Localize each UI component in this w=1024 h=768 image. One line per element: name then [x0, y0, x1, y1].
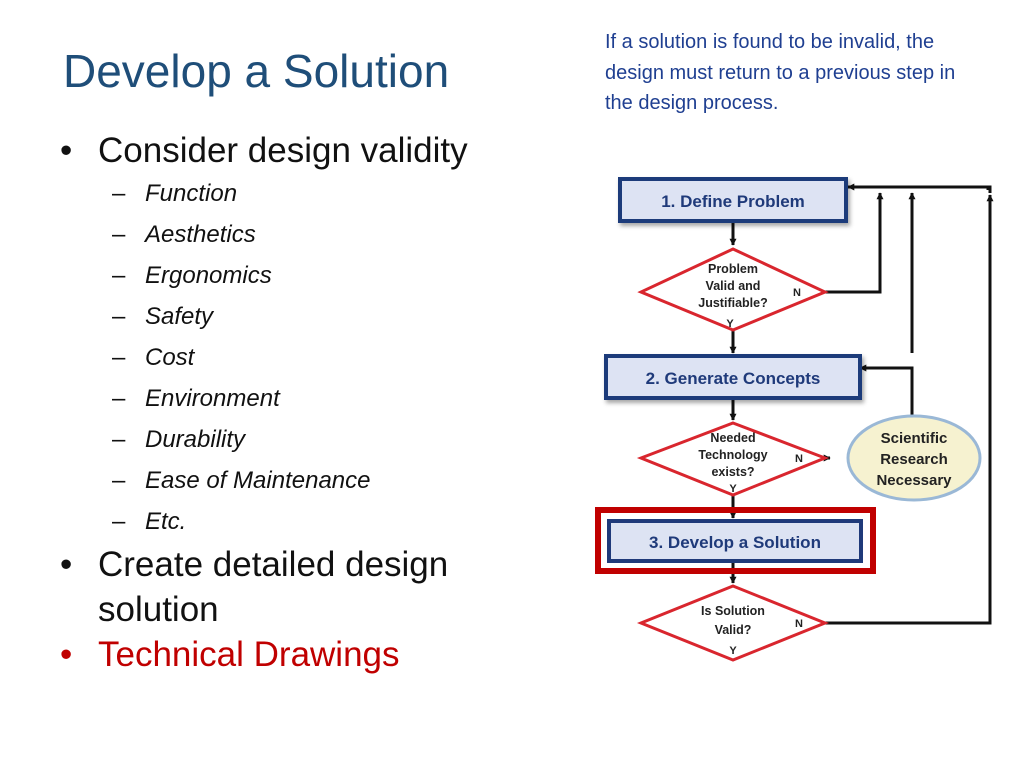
bullet-dot-icon: •: [60, 545, 73, 584]
decision-line: Needed: [710, 431, 755, 445]
dash-icon: –: [112, 508, 126, 535]
yes-label: Y: [729, 483, 737, 495]
step-develop-solution: 3. Develop a Solution: [595, 507, 876, 574]
dash-icon: –: [112, 344, 126, 371]
research-line: Scientific: [881, 430, 948, 447]
flow-note: If a solution is found to be invalid, th…: [605, 31, 956, 114]
svg-text:1. Define Problem: 1. Define Problem: [661, 192, 805, 211]
decision-line: Justifiable?: [698, 296, 767, 310]
svg-text:2. Generate Concepts: 2. Generate Concepts: [646, 369, 821, 388]
slide-title: Develop a Solution: [63, 45, 450, 97]
list-item: –Safety: [55, 296, 535, 337]
yes-label: Y: [729, 645, 737, 657]
research-necessary-node: Scientific Research Necessary: [846, 414, 982, 502]
decision-line: Technology: [698, 448, 767, 462]
no-label: N: [793, 287, 801, 299]
no-label: N: [795, 453, 803, 465]
step-define-problem: 1. Define Problem: [618, 177, 848, 223]
bullet-technical-drawings: • Technical Drawings: [55, 632, 535, 677]
current-step-highlight: [595, 507, 876, 574]
bullet-dot-icon: •: [60, 635, 73, 674]
connector-lines: [729, 183, 994, 625]
dash-icon: –: [112, 303, 126, 330]
bullet-dot-icon: •: [60, 131, 73, 170]
bullet-design-validity: • Consider design validity: [55, 128, 535, 173]
list-item: –Etc.: [55, 501, 535, 542]
decision-line: Problem: [708, 262, 758, 276]
research-line: Necessary: [876, 472, 952, 489]
bullet-text: Technical Drawings: [98, 635, 400, 674]
list-item: –Durability: [55, 419, 535, 460]
list-item: –Ease of Maintenance: [55, 460, 535, 501]
dash-icon: –: [112, 221, 126, 248]
list-item: –Environment: [55, 378, 535, 419]
decision-problem-valid: Problem Valid and Justifiable? Y N: [637, 247, 829, 332]
list-item: –Aesthetics: [55, 214, 535, 255]
list-item: –Ergonomics: [55, 255, 535, 296]
svg-text:3. Develop a Solution: 3. Develop a Solution: [649, 533, 821, 552]
bullet-text: Consider design validity: [98, 131, 468, 170]
bullet-detailed-solution: • Create detailed design solution: [55, 542, 535, 632]
dash-icon: –: [112, 426, 126, 453]
decision-solution-valid: Is Solution Valid? Y N: [636, 584, 830, 662]
list-item: –Function: [55, 173, 535, 214]
list-item: –Cost: [55, 337, 535, 378]
dash-icon: –: [112, 467, 126, 494]
decision-line: Is Solution: [701, 604, 765, 618]
decision-line: Valid and: [706, 279, 761, 293]
decision-line: Valid?: [715, 623, 752, 637]
decision-technology-exists: Needed Technology exists? Y N: [636, 421, 830, 497]
validity-criteria-list: –Function –Aesthetics –Ergonomics –Safet…: [55, 173, 535, 542]
dash-icon: –: [112, 385, 126, 412]
bullet-list: • Consider design validity –Function –Ae…: [55, 128, 535, 677]
research-line: Research: [880, 451, 948, 468]
no-label: N: [795, 618, 803, 630]
dash-icon: –: [112, 180, 126, 207]
dash-icon: –: [112, 262, 126, 289]
design-process-flowchart: 1. Define Problem Problem Valid and Just…: [595, 177, 994, 662]
bullet-text: Create detailed design solution: [98, 545, 449, 629]
decision-line: exists?: [711, 465, 754, 479]
step-generate-concepts: 2. Generate Concepts: [604, 354, 862, 400]
yes-label: Y: [726, 318, 734, 330]
